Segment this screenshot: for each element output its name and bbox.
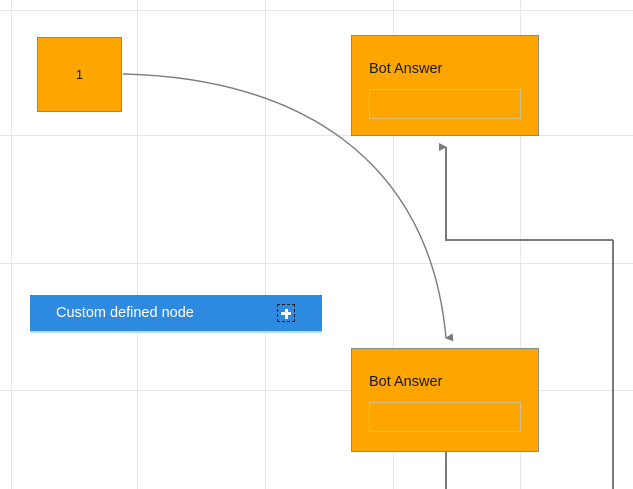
grid-line-horizontal bbox=[0, 263, 633, 264]
node-bot-answer-top-title: Bot Answer bbox=[369, 61, 443, 77]
grid-line-horizontal bbox=[0, 10, 633, 11]
grid-line-vertical bbox=[520, 0, 521, 489]
node-1[interactable]: 1 bbox=[37, 37, 122, 112]
grid-line-vertical bbox=[11, 0, 12, 489]
node-bot-answer-bottom[interactable]: Bot Answer bbox=[351, 348, 539, 452]
connector-orthogonal-to-bot-answer-top bbox=[439, 143, 613, 241]
node-bot-answer-top[interactable]: Bot Answer bbox=[351, 35, 539, 136]
node-1-label: 1 bbox=[75, 67, 84, 82]
custom-defined-node-button[interactable]: Custom defined node bbox=[30, 295, 322, 331]
custom-defined-node-label: Custom defined node bbox=[56, 304, 194, 321]
grid-line-vertical bbox=[265, 0, 266, 489]
node-bot-answer-top-slot[interactable] bbox=[369, 89, 521, 119]
grid-line-vertical bbox=[137, 0, 138, 489]
node-bot-answer-bottom-title: Bot Answer bbox=[369, 374, 443, 390]
plus-icon-vertical-bar bbox=[284, 308, 288, 319]
plus-icon[interactable] bbox=[277, 304, 295, 322]
grid-line-horizontal bbox=[0, 390, 633, 391]
node-bot-answer-bottom-slot[interactable] bbox=[369, 402, 521, 432]
